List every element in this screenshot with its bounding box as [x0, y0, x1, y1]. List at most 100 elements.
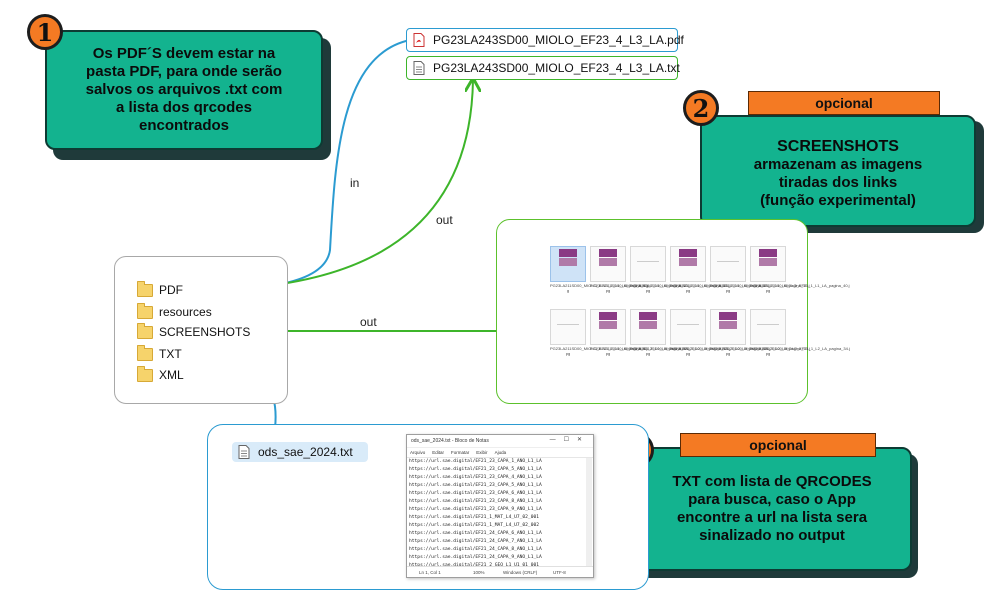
note3-line: sinalizado no output — [699, 527, 845, 544]
folder-icon — [137, 302, 153, 319]
status-zoom: 100% — [473, 569, 485, 575]
notepad-line: https://url.sae.digital/EF21_23_CAPA_4_A… — [409, 475, 542, 480]
text-file-icon — [413, 61, 425, 75]
note1-number: 1 — [36, 17, 54, 47]
page-preview-image — [590, 309, 626, 345]
note3-line: para busca, caso o App — [688, 491, 856, 508]
screenshot-thumbnail[interactable]: PG23LA211SD00_MIOLO_EF21_1_L1_LA_pagina_… — [630, 246, 730, 293]
screenshot-caption: PG23LA212SD00_MIOLO_EF21_1_L2_LA_pagina_… — [750, 346, 850, 356]
page-preview-image — [550, 246, 586, 282]
screenshot-caption: PG23LA211SD00_MIOLO_EF21_1_L1_LA_pagina_… — [550, 283, 650, 293]
screenshot-caption: PG23LA211SD00_MIOLO_EF21_1_L1_LA_pagina_… — [590, 283, 690, 293]
note3-line: TXT com lista de QRCODES — [672, 473, 872, 490]
folder-icon — [137, 322, 153, 339]
note2-line: armazenam as imagens — [753, 156, 923, 173]
folder-item-screenshots[interactable]: SCREENSHOTS — [137, 322, 251, 339]
notepad-line: https://url.sae.digital/EF21_23_CAPA_1_A… — [409, 459, 542, 464]
status-line-ending: Windows (CRLF) — [503, 569, 538, 575]
window-controls-icon[interactable]: —☐✕ — [549, 437, 590, 443]
notepad-line: https://url.sae.digital/EF21_1_MAT_L4_U7… — [409, 515, 539, 520]
txt-file-chip[interactable]: PG23LA243SD00_MIOLO_EF23_4_L3_LA.txt — [406, 56, 680, 80]
menu-editar[interactable]: Editar — [432, 450, 445, 455]
screenshot-thumbnail[interactable]: PG23LA212SD00_MIOLO_EF21_1_L2_LA_pagina_… — [710, 309, 810, 356]
ods-file-chip[interactable]: ods_sae_2024.txt — [232, 442, 368, 462]
page-preview-image — [750, 309, 786, 345]
note1-line: encontrados — [138, 117, 229, 134]
page-preview-image — [670, 309, 706, 345]
notepad-statusbar: Ln 1, Col 1 100% Windows (CRLF) UTF-8 — [407, 566, 593, 577]
note2-line: tiradas dos links — [778, 174, 898, 191]
menu-exibir[interactable]: Exibir — [476, 450, 488, 455]
notepad-line: https://url.sae.digital/EF21_24_CAPA_7_A… — [409, 539, 542, 544]
note2-optional-tab: opcional — [748, 91, 940, 115]
txt-file-name: PG23LA243SD00_MIOLO_EF23_4_L3_LA.txt — [433, 61, 680, 75]
folder-item-txt[interactable]: TXT — [137, 344, 182, 361]
folder-label: SCREENSHOTS — [159, 325, 251, 339]
screenshot-thumbnail[interactable]: PG23LA211SD00_MIOLO_EF21_1_L1_LA_pagina_… — [590, 309, 690, 356]
arrow-label-txt-out: out — [436, 213, 453, 227]
note1-line: pasta PDF, para onde serão — [86, 63, 282, 80]
screenshot-caption: PG23LA211SD00_MIOLO_EF21_1_L1_LA_pagina_… — [750, 283, 850, 293]
screenshot-thumbnail[interactable]: PG23LA212SD00_MIOLO_EF21_1_L2_LA_pagina_… — [630, 309, 730, 356]
folder-label: TXT — [159, 347, 182, 361]
folder-icon — [137, 280, 153, 297]
note3-box: TXT com lista de QRCODES para busca, cas… — [632, 447, 912, 571]
notepad-line: https://url.sae.digital/EF21_23_CAPA_5_A… — [409, 483, 542, 488]
note2-line: (função experimental) — [760, 192, 916, 209]
notepad-line: https://url.sae.digital/EF21_23_CAPA_5_A… — [409, 467, 542, 472]
note1-line: a lista dos qrcodes — [116, 99, 252, 116]
folder-item-resources[interactable]: resources — [137, 302, 212, 319]
page-preview-image — [750, 246, 786, 282]
screenshot-thumbnail[interactable]: PG23LA211SD00_MIOLO_EF21_1_L1_LA_pagina_… — [550, 309, 647, 356]
screenshot-thumbnail[interactable]: PG23LA211SD00_MIOLO_EF21_1_L1_LA_pagina_… — [590, 246, 690, 293]
pdf-file-name: PG23LA243SD00_MIOLO_EF23_4_L3_LA.pdf — [433, 33, 684, 47]
arrow-label-pdf-in: in — [350, 176, 360, 190]
page-preview-image — [630, 246, 666, 282]
folder-item-pdf[interactable]: PDF — [137, 280, 183, 297]
screenshot-thumbnail[interactable]: PG23LA212SD00_MIOLO_EF21_1_L2_LA_pagina_… — [670, 309, 770, 356]
screenshot-caption: PG23LA212SD00_MIOLO_EF21_1_L2_LA_pagina_… — [630, 346, 730, 356]
note3-line: encontre a url na lista sera — [676, 509, 868, 526]
folder-label: XML — [159, 368, 184, 382]
notepad-line: https://url.sae.digital/EF21_1_MAT_L4_U7… — [409, 523, 539, 528]
pdf-file-chip[interactable]: PG23LA243SD00_MIOLO_EF23_4_L3_LA.pdf — [406, 28, 684, 52]
screenshot-caption: PG23LA212SD00_MIOLO_EF21_1_L2_LA_pagina_… — [670, 346, 770, 356]
folder-item-xml[interactable]: XML — [137, 365, 184, 382]
note1-line: Os PDF´S devem estar na — [92, 45, 276, 62]
notepad-line: https://url.sae.digital/EF21_24_CAPA_8_A… — [409, 547, 542, 552]
notepad-window: ods_sae_2024.txt - Bloco de Notas —☐✕ Ar… — [406, 434, 594, 578]
notepad-menubar: Arquivo Editar Formatar Exibir Ajuda — [407, 448, 593, 458]
notepad-text-area[interactable]: https://url.sae.digital/EF21_23_CAPA_1_A… — [409, 458, 585, 566]
ods-file-name: ods_sae_2024.txt — [258, 445, 353, 459]
status-encoding: UTF-8 — [553, 569, 566, 575]
folder-label: resources — [159, 305, 212, 319]
screenshot-caption: PG23LA211SD00_MIOLO_EF21_1_L1_LA_pagina_… — [670, 283, 770, 293]
note2-number: 2 — [692, 93, 710, 123]
note1-line: salvos os arquivos .txt com — [85, 81, 283, 98]
screenshot-thumbnail[interactable]: PG23LA211SD00_MIOLO_EF21_1_L1_LA_pagina_… — [750, 246, 850, 293]
folder-icon — [137, 365, 153, 382]
notepad-titlebar: ods_sae_2024.txt - Bloco de Notas —☐✕ — [407, 435, 593, 448]
text-file-icon — [238, 445, 250, 459]
status-position: Ln 1, Col 1 — [419, 569, 441, 575]
screenshot-caption: PG23LA211SD00_MIOLO_EF21_1_L1_LA_pagina_… — [630, 283, 730, 293]
menu-ajuda[interactable]: Ajuda — [494, 450, 507, 455]
screenshot-thumbnail[interactable]: PG23LA211SD00_MIOLO_EF21_1_L1_LA_pagina_… — [670, 246, 770, 293]
page-preview-image — [590, 246, 626, 282]
page-preview-image — [710, 309, 746, 345]
note2-box: SCREENSHOTS armazenam as imagens tiradas… — [700, 115, 976, 227]
screenshot-caption: PG23LA211SD00_MIOLO_EF21_1_L1_LA_pagina_… — [550, 346, 647, 356]
note2-line: SCREENSHOTS — [777, 138, 899, 155]
notepad-line: https://url.sae.digital/EF21_23_CAPA_8_A… — [409, 499, 542, 504]
menu-formatar[interactable]: Formatar — [451, 450, 470, 455]
note2-number-badge: 2 — [683, 90, 719, 126]
screenshot-thumbnail[interactable]: PG23LA212SD00_MIOLO_EF21_1_L2_LA_pagina_… — [750, 309, 850, 356]
screenshot-thumbnail[interactable]: PG23LA211SD00_MIOLO_EF21_1_L1_LA_pagina_… — [710, 246, 810, 293]
folder-icon — [137, 344, 153, 361]
arrow-label-screens-out: out — [360, 315, 377, 329]
menu-arquivo[interactable]: Arquivo — [410, 450, 426, 455]
page-preview-image — [550, 309, 586, 345]
note3-optional-tab: opcional — [680, 433, 876, 457]
screenshot-thumbnail[interactable]: PG23LA211SD00_MIOLO_EF21_1_L1_LA_pagina_… — [550, 246, 650, 293]
notepad-scrollbar[interactable] — [586, 458, 592, 566]
